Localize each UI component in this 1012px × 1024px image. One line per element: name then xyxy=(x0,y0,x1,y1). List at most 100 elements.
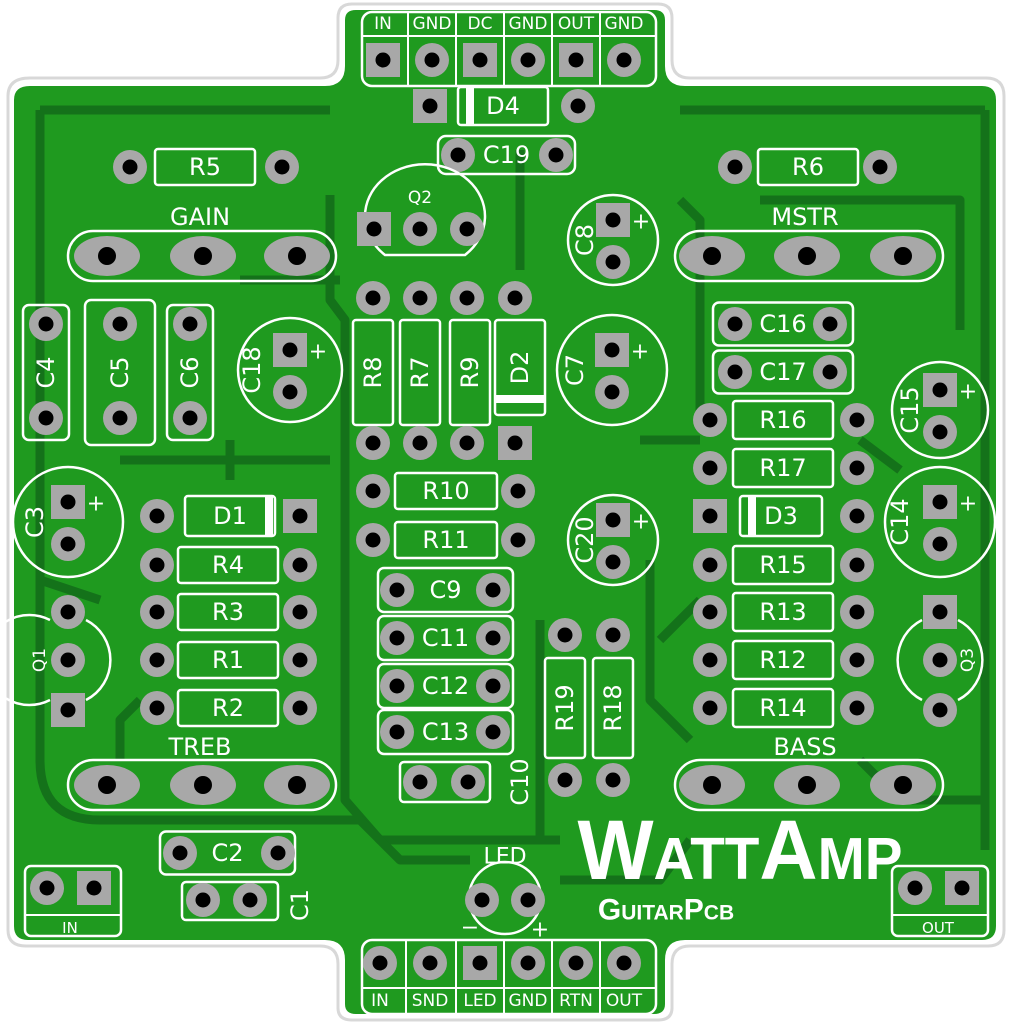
polarity-plus: + xyxy=(632,210,650,235)
component-c7: +C7 xyxy=(555,313,669,427)
solder-pad xyxy=(380,715,414,749)
solder-pad-row xyxy=(596,618,630,652)
header-pin-label: GND xyxy=(413,14,452,34)
solder-pad xyxy=(140,691,174,725)
solder-pad xyxy=(923,485,957,519)
component-label: D4 xyxy=(486,92,520,120)
solder-pad xyxy=(233,883,267,917)
component-label: C13 xyxy=(422,718,469,746)
connector-label: OUT xyxy=(922,919,955,937)
component-label: R7 xyxy=(406,357,434,389)
solder-pad xyxy=(170,236,236,276)
solder-pad xyxy=(596,503,630,537)
component-r5: R5 xyxy=(113,147,299,187)
solder-pad xyxy=(561,89,595,123)
header-pin-label: LED xyxy=(463,991,496,1011)
solder-pad xyxy=(186,883,220,917)
solder-pad xyxy=(265,150,299,184)
connector-in: IN xyxy=(23,864,123,938)
connector-label: IN xyxy=(62,919,78,937)
component-c2: C2 xyxy=(158,830,297,876)
solder-pad xyxy=(450,426,484,460)
solder-pad xyxy=(380,669,414,703)
component-r12: R12 xyxy=(693,639,874,681)
solder-pad xyxy=(451,765,485,799)
component-r9: R9 xyxy=(448,318,492,427)
component-label: C2 xyxy=(211,839,243,867)
solder-pad xyxy=(501,523,535,557)
component-r3: R3 xyxy=(140,592,317,632)
solder-pad xyxy=(140,595,174,629)
solder-pad xyxy=(718,150,752,184)
solder-pad xyxy=(356,523,390,557)
connector-out: OUT xyxy=(890,864,990,938)
solder-pad xyxy=(476,715,510,749)
component-label: R9 xyxy=(456,357,484,389)
solder-pad xyxy=(693,595,727,629)
component-r18: R18 xyxy=(591,656,635,797)
component-label: R16 xyxy=(759,406,806,434)
solder-pad xyxy=(840,691,874,725)
pot-label: BASS xyxy=(773,733,836,761)
solder-pad xyxy=(501,474,535,508)
solder-pad xyxy=(163,836,197,870)
solder-pad xyxy=(283,643,317,677)
polarity-plus: + xyxy=(87,492,105,517)
solder-pad xyxy=(863,150,897,184)
header-pin-label: IN xyxy=(374,14,392,34)
solder-pad xyxy=(548,763,582,797)
solder-pad xyxy=(559,946,593,980)
solder-pad xyxy=(173,307,207,341)
component-r17: R17 xyxy=(693,447,874,489)
solder-pad xyxy=(476,573,510,607)
solder-pad xyxy=(51,485,85,519)
component-r6: R6 xyxy=(718,147,897,187)
component-label: R18 xyxy=(599,684,627,731)
solder-pad xyxy=(74,236,140,276)
component-label: C3 xyxy=(21,506,49,538)
component-c20: +C20 xyxy=(566,493,660,587)
solder-pad xyxy=(511,43,545,77)
solder-pad xyxy=(103,307,137,341)
header-pin-label: RTN xyxy=(559,991,593,1011)
component-c14: +C14 xyxy=(883,465,997,579)
solder-pad xyxy=(380,573,414,607)
pot-label: MSTR xyxy=(771,203,838,231)
component-c12: C12 xyxy=(376,662,515,710)
solder-pad xyxy=(356,281,390,315)
solder-pad xyxy=(539,138,573,172)
solder-pad xyxy=(511,883,545,917)
solder-pad-row xyxy=(450,426,484,460)
solder-pad xyxy=(596,763,630,797)
solder-pad xyxy=(380,621,414,655)
component-label: C1 xyxy=(286,889,314,921)
component-r10: R10 xyxy=(356,471,535,511)
polarity-plus: + xyxy=(632,510,650,535)
solder-pad xyxy=(840,499,874,533)
component-label: R1 xyxy=(212,646,244,674)
pot-label: TREB xyxy=(168,733,232,761)
solder-pad xyxy=(898,871,932,905)
solder-pad xyxy=(51,693,85,727)
component-label: C4 xyxy=(32,356,60,388)
solder-pad xyxy=(140,499,174,533)
solder-pad xyxy=(29,307,63,341)
solder-pad xyxy=(450,281,484,315)
solder-pad xyxy=(596,245,630,279)
component-label: D3 xyxy=(764,502,798,530)
component-c1: C1 xyxy=(180,880,314,922)
solder-pad xyxy=(840,451,874,485)
component-label: R2 xyxy=(212,694,244,722)
component-label: R5 xyxy=(189,153,221,181)
solder-pad xyxy=(693,691,727,725)
solder-pad xyxy=(415,43,449,77)
component-c3: + C3 xyxy=(11,465,125,579)
component-c8: +C8 xyxy=(566,193,660,287)
solder-pad xyxy=(607,946,641,980)
solder-pad xyxy=(403,212,437,246)
component-label: R11 xyxy=(422,526,469,554)
solder-pad xyxy=(273,375,307,409)
board-outline xyxy=(6,2,1006,1022)
